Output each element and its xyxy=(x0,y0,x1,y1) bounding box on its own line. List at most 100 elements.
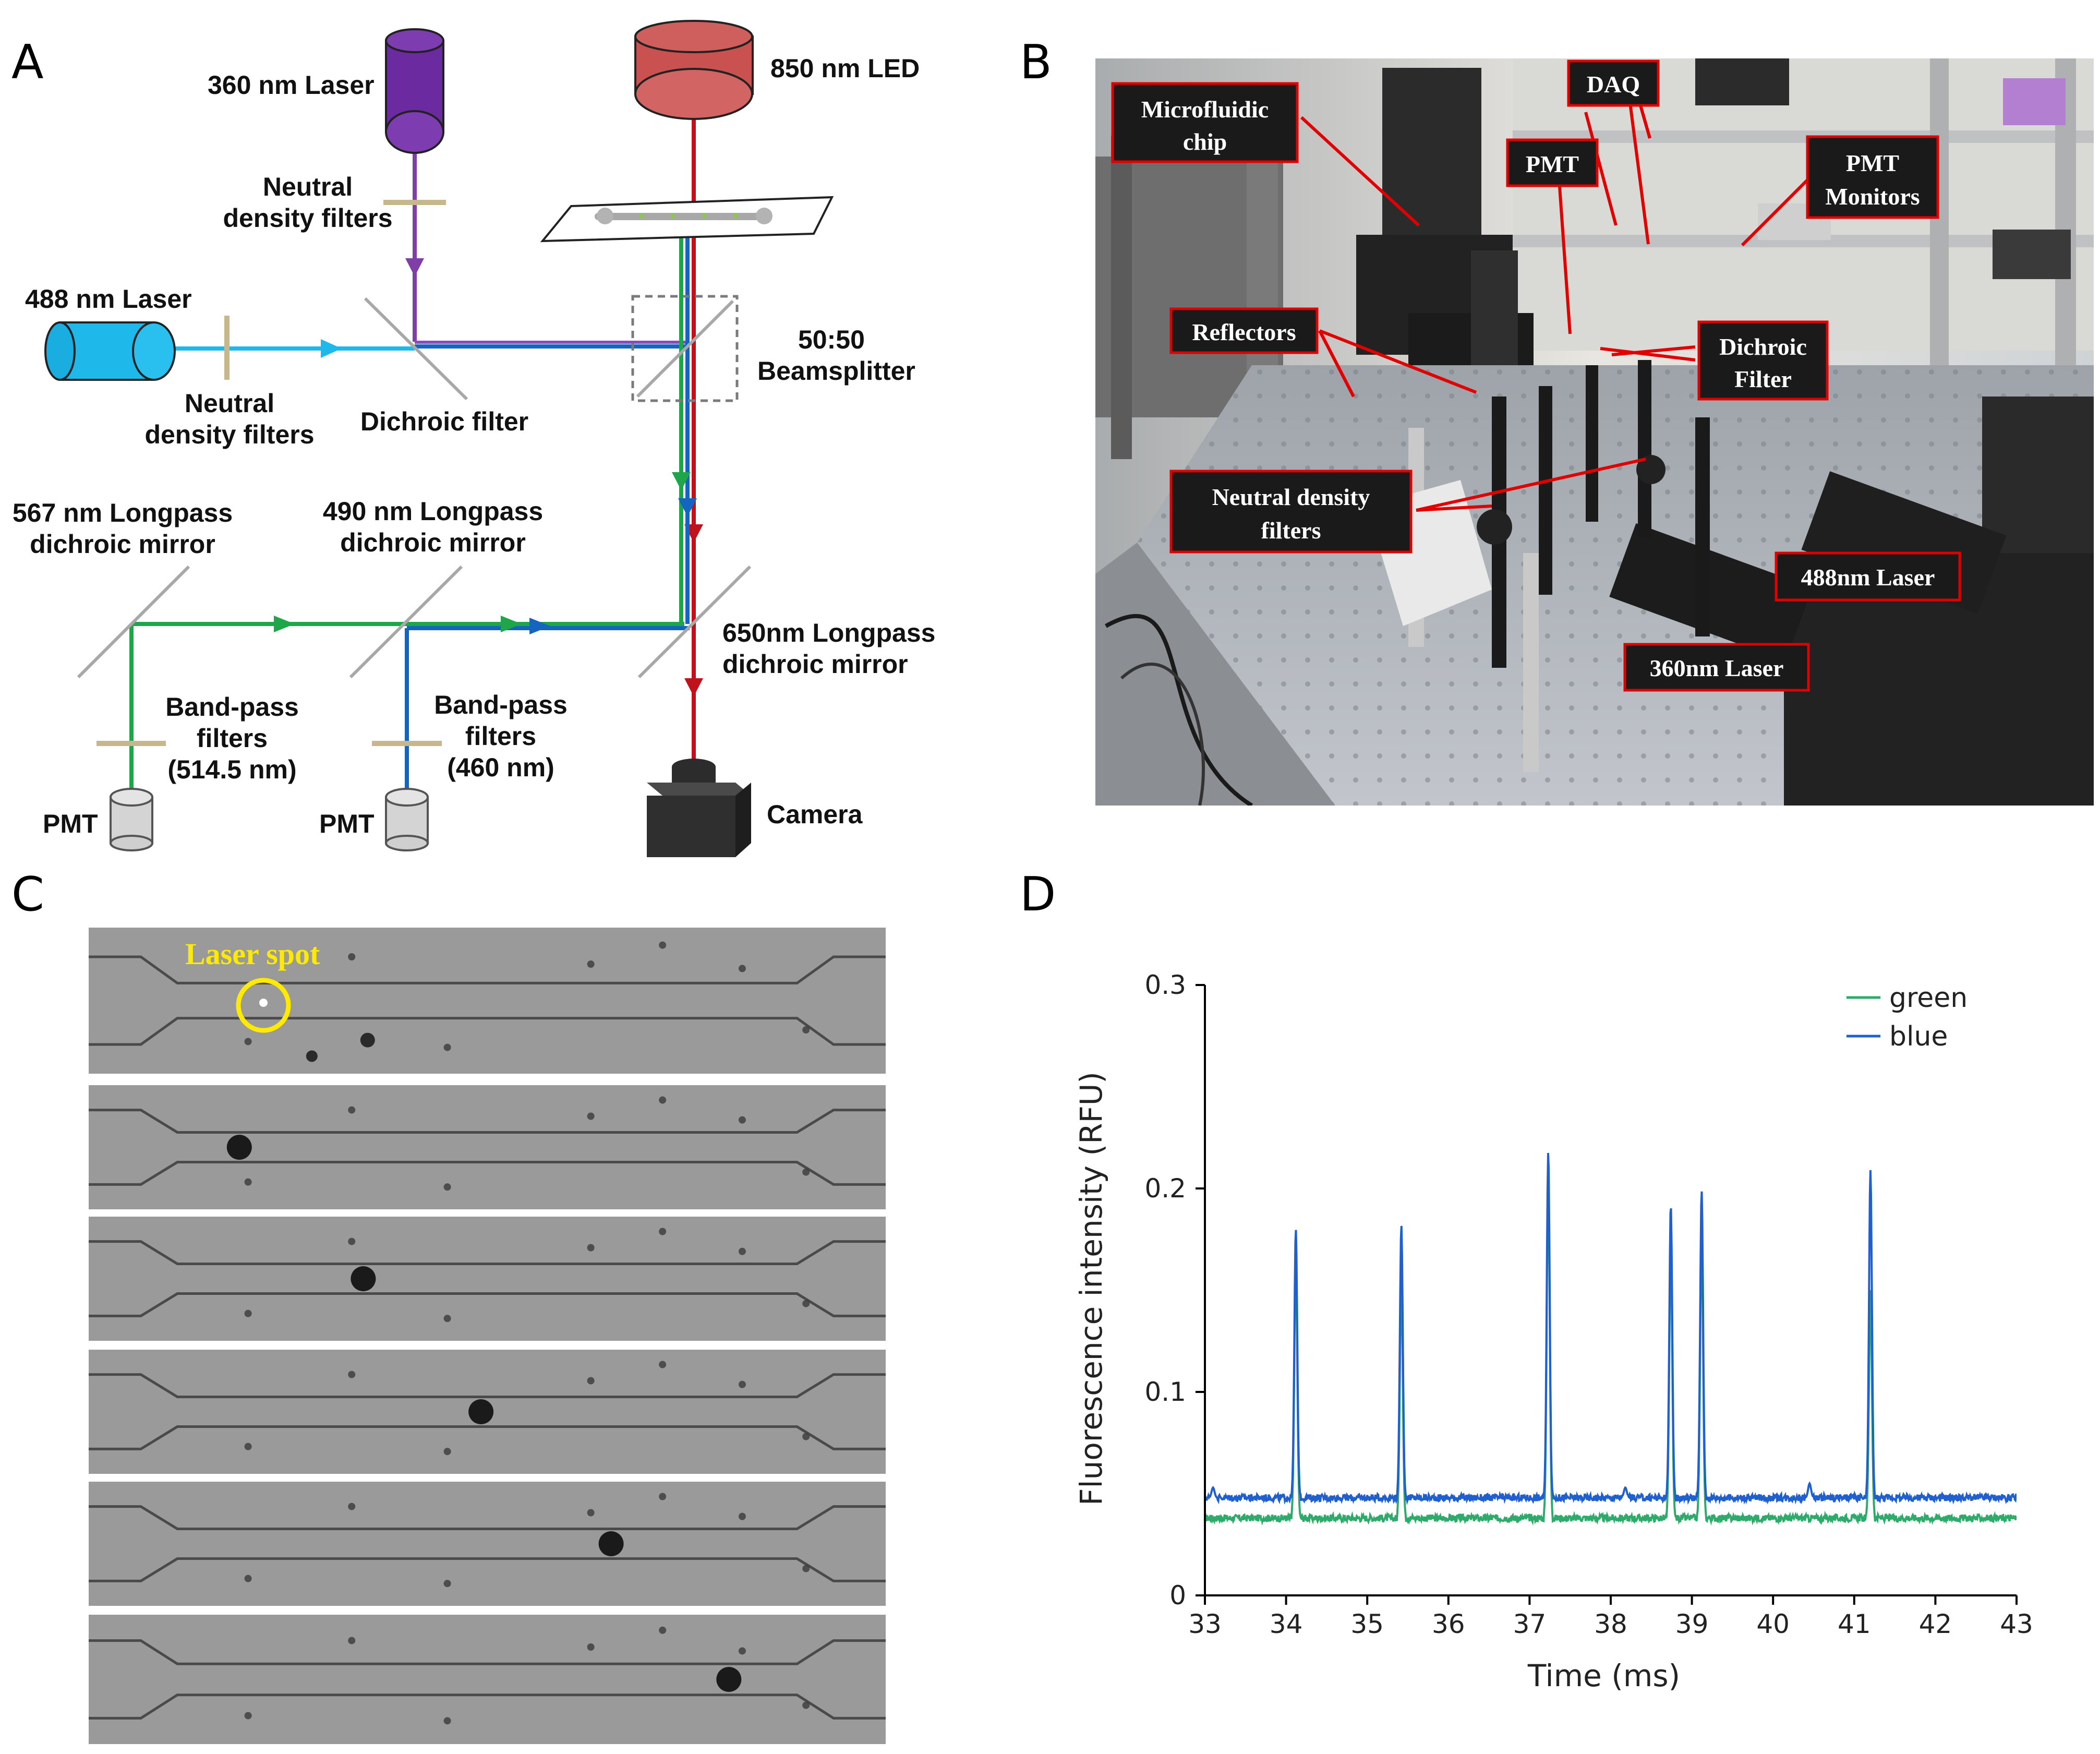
panel-b: B xyxy=(1020,35,2094,806)
particle xyxy=(802,1300,810,1307)
particle xyxy=(348,1106,356,1114)
moving-cell xyxy=(468,1399,494,1424)
tag-pmt-monitors-2: Monitors xyxy=(1825,183,1920,210)
particle xyxy=(244,1310,252,1317)
blue-arrow-left xyxy=(529,618,550,634)
label-mirror-490-2: dichroic mirror xyxy=(340,528,526,557)
channel-wall-top xyxy=(89,1109,886,1134)
microfluidic-chip-diagram xyxy=(540,196,834,243)
tag-reflectors: Reflectors xyxy=(1169,307,1319,354)
label-nd-left-1: Neutral xyxy=(185,389,274,418)
micrograph-frame xyxy=(89,1217,886,1341)
channel-wall-bottom xyxy=(89,1425,886,1450)
y-axis-title: Fluorescence intensity (RFU) xyxy=(1073,1072,1109,1506)
micrograph-frame xyxy=(89,1482,886,1606)
y-tick-label: 0.1 xyxy=(1144,1377,1186,1407)
y-tick-label: 0 xyxy=(1169,1580,1186,1611)
particle xyxy=(802,1026,810,1034)
particle xyxy=(244,1712,252,1720)
moving-cell xyxy=(598,1531,624,1556)
laser-spot-label: Laser spot xyxy=(185,937,320,971)
micrograph-frame xyxy=(89,1350,886,1474)
mirror-567-plate xyxy=(77,565,190,679)
tag-488-laser-text: 488nm Laser xyxy=(1801,564,1935,591)
particle xyxy=(587,1244,595,1252)
panel-a: A xyxy=(11,20,935,857)
tag-pmt-text: PMT xyxy=(1526,151,1579,177)
tag-360-laser: 360nm Laser xyxy=(1623,643,1810,692)
tag-360-laser-text: 360nm Laser xyxy=(1650,655,1784,681)
label-pmt-right: PMT xyxy=(319,809,375,838)
particle xyxy=(738,965,746,972)
dichroic-filter-plate xyxy=(364,297,468,401)
particle xyxy=(738,1247,746,1255)
label-nd-top-1: Neutral xyxy=(263,172,353,201)
moving-cell xyxy=(351,1266,376,1291)
label-mirror-490-1: 490 nm Longpass xyxy=(323,497,543,526)
particle xyxy=(443,1448,451,1456)
tag-pmt-monitors: PMT Monitors xyxy=(1806,135,1939,219)
mirror-650-plate xyxy=(637,565,752,679)
legend-label-blue: blue xyxy=(1889,1021,1948,1052)
green-arrow-down xyxy=(672,472,691,490)
particle xyxy=(587,960,595,968)
pmt-left-detector xyxy=(110,788,153,851)
channel-wall-bottom xyxy=(89,1161,886,1186)
laser-spot-glow xyxy=(259,999,268,1007)
label-nd-left-2: density filters xyxy=(144,420,314,449)
particle xyxy=(443,1315,451,1323)
label-mirror-650-1: 650nm Longpass xyxy=(722,618,935,647)
green-arrow-left-2 xyxy=(501,616,522,632)
x-tick-label: 35 xyxy=(1350,1609,1384,1639)
laser-360-source xyxy=(385,28,444,154)
moving-cell xyxy=(226,1135,252,1160)
particle xyxy=(244,1038,252,1046)
particle xyxy=(659,1096,667,1104)
particle xyxy=(348,1238,356,1245)
label-488-laser: 488 nm Laser xyxy=(25,284,192,314)
series-line-green xyxy=(1205,1179,2017,1526)
tag-nd-filters-2: filters xyxy=(1261,517,1321,544)
label-nd-top-2: density filters xyxy=(223,203,392,233)
label-mirror-567-2: dichroic mirror xyxy=(30,530,215,559)
label-850-led: 850 nm LED xyxy=(770,54,920,83)
label-mirror-567-1: 567 nm Longpass xyxy=(13,498,233,527)
particle xyxy=(659,1228,667,1235)
particle xyxy=(587,1112,595,1120)
legend-label-green: green xyxy=(1889,982,1968,1014)
particle xyxy=(348,953,356,960)
y-tick-label: 0.3 xyxy=(1144,970,1186,1000)
particle xyxy=(443,1717,451,1725)
particle xyxy=(443,1183,451,1191)
micrograph-frame xyxy=(89,1085,886,1209)
label-360-laser: 360 nm Laser xyxy=(208,70,375,100)
beamsplitter-box xyxy=(631,295,739,402)
particle xyxy=(244,1443,252,1450)
label-bandpass-green-1: Band-pass xyxy=(165,692,299,722)
pmt-right-detector xyxy=(385,788,429,851)
channel-wall-top xyxy=(89,1639,886,1665)
label-mirror-650-2: dichroic mirror xyxy=(722,650,908,679)
x-tick-label: 43 xyxy=(2000,1609,2033,1639)
blue-arrow-down xyxy=(678,498,697,516)
label-bandpass-blue-3: (460 nm) xyxy=(447,753,554,782)
tag-nd-filters-1: Neutral density xyxy=(1212,484,1370,510)
y-tick-label: 0.2 xyxy=(1144,1173,1186,1204)
particle xyxy=(443,1580,451,1588)
panel-label-b: B xyxy=(1020,35,1052,90)
x-tick-label: 40 xyxy=(1756,1609,1790,1639)
tag-microfluidic-chip-1: Microfluidic xyxy=(1141,96,1269,123)
x-tick-label: 41 xyxy=(1838,1609,1871,1639)
tag-dichroic-filter-1: Dichroic xyxy=(1719,333,1807,360)
tag-daq: DAQ xyxy=(1567,59,1660,107)
label-beamsplitter-2: Beamsplitter xyxy=(757,356,915,386)
panel-label-a: A xyxy=(11,35,44,90)
tag-dichroic-filter-2: Filter xyxy=(1734,366,1792,392)
tag-microfluidic-chip: Microfluidic chip xyxy=(1111,82,1299,163)
x-tick-label: 33 xyxy=(1188,1609,1222,1639)
x-tick-label: 38 xyxy=(1594,1609,1627,1639)
cell xyxy=(306,1050,318,1062)
